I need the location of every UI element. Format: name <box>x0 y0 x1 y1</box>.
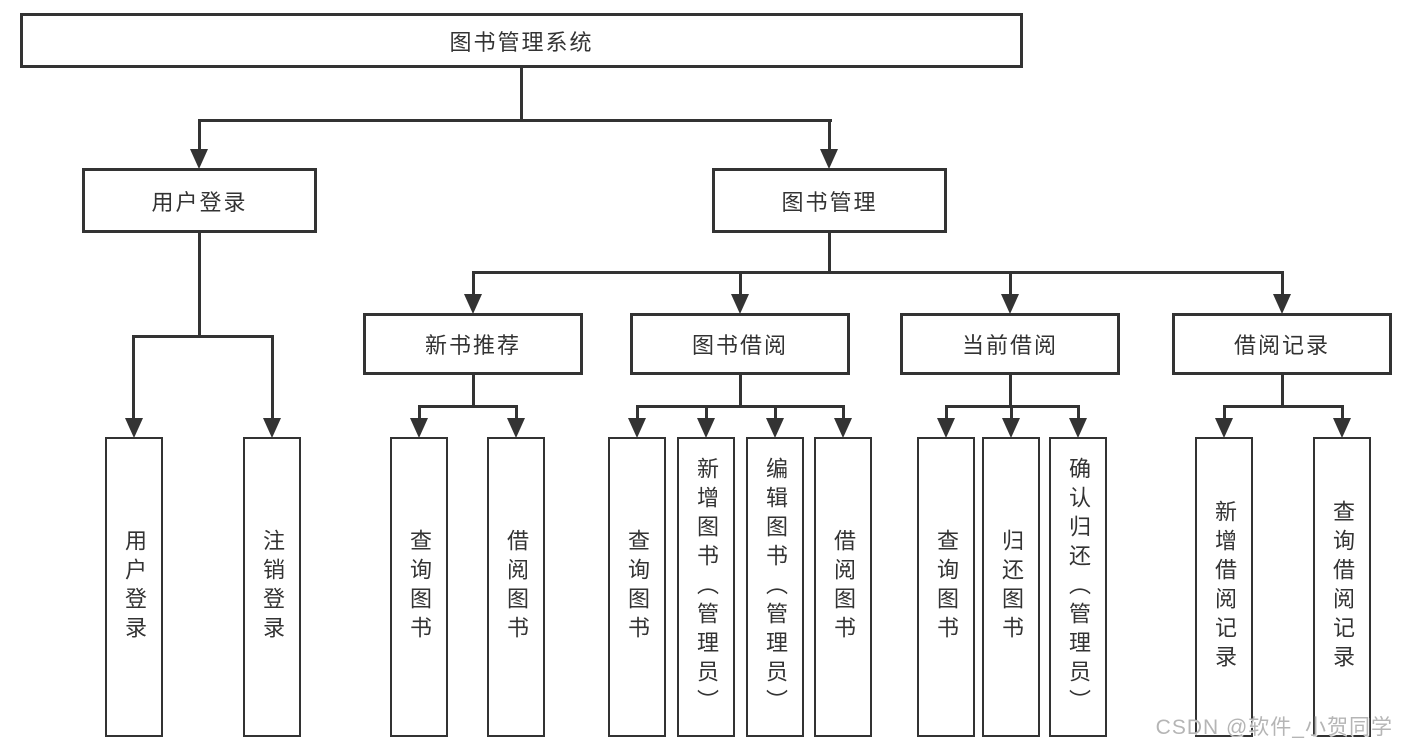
node-user-login-label: 用户登录 <box>151 189 248 215</box>
leaf-borrow-edit-book-label: 编辑图书（管理员） <box>763 456 788 718</box>
leaf-borrow-edit-book: 编辑图书（管理员） <box>746 437 804 737</box>
watermark: CSDN @软件_小贺同学 <box>1155 716 1393 739</box>
leaf-current-confirm-return: 确认归还（管理员） <box>1049 437 1107 737</box>
connector-book-mgmt-drop-4 <box>1281 271 1284 297</box>
node-user-login: 用户登录 <box>82 168 317 233</box>
connector-record-stem <box>1281 375 1284 408</box>
arrow-to-user-login <box>190 149 208 169</box>
leaf-borrow-add-book-label: 新增图书（管理员） <box>694 456 719 718</box>
connector-borrow-stem <box>739 375 742 408</box>
arrow-to-borrow-borrow-book <box>834 418 852 438</box>
leaf-borrow-query-book-label: 查询图书 <box>625 529 650 645</box>
leaf-newrec-borrow-book: 借阅图书 <box>487 437 545 737</box>
node-new-book-recommend-label: 新书推荐 <box>424 333 521 358</box>
arrow-to-current-query-book <box>937 418 955 438</box>
connector-record-drop-1 <box>1223 405 1226 422</box>
connector-book-mgmt-drop-1 <box>472 271 475 297</box>
connector-book-mgmt-stem <box>828 233 831 274</box>
connector-newrec-drop-2 <box>515 405 518 422</box>
node-book-management: 图书管理 <box>712 168 947 233</box>
node-book-management-label: 图书管理 <box>781 189 878 215</box>
connector-current-drop-3 <box>1077 405 1080 422</box>
connector-newrec-stem <box>472 375 475 408</box>
arrow-to-borrow-query-book <box>628 418 646 438</box>
leaf-borrow-borrow-book: 借阅图书 <box>814 437 872 737</box>
leaf-record-add-label: 新增借阅记录 <box>1212 500 1237 674</box>
leaf-newrec-query-book: 查询图书 <box>390 437 448 737</box>
connector-root-stem <box>520 66 523 121</box>
arrow-to-current-return-book <box>1002 418 1020 438</box>
connector-user-login-drop-2 <box>271 335 274 421</box>
leaf-newrec-query-book-label: 查询图书 <box>407 529 432 645</box>
arrow-to-current-borrow <box>1001 294 1019 314</box>
node-borrow-record-label: 借阅记录 <box>1233 333 1330 358</box>
leaf-current-query-book-label: 查询图书 <box>934 529 959 645</box>
connector-book-mgmt-drop-2 <box>739 271 742 297</box>
leaf-newrec-borrow-book-label: 借阅图书 <box>504 529 529 645</box>
connector-newrec-bar <box>418 405 518 408</box>
arrow-to-current-confirm-return <box>1069 418 1087 438</box>
connector-root-drop-left <box>198 119 201 152</box>
arrow-to-leaf-logout-login <box>263 418 281 438</box>
leaf-current-return-book-label: 归还图书 <box>999 529 1024 645</box>
connector-record-drop-2 <box>1341 405 1344 422</box>
connector-root-drop-right <box>828 119 831 152</box>
node-book-borrow: 图书借阅 <box>630 313 850 375</box>
arrow-to-book-management <box>820 149 838 169</box>
leaf-borrow-query-book: 查询图书 <box>608 437 666 737</box>
arrow-to-record-add <box>1215 418 1233 438</box>
connector-borrow-drop-1 <box>636 405 639 422</box>
connector-borrow-bar <box>636 405 845 408</box>
connector-current-stem <box>1009 375 1012 408</box>
node-book-borrow-label: 图书借阅 <box>691 333 788 358</box>
node-current-borrow-label: 当前借阅 <box>961 333 1058 358</box>
leaf-borrow-borrow-book-label: 借阅图书 <box>831 529 856 645</box>
connector-user-login-stem <box>198 233 201 338</box>
leaf-record-query-label: 查询借阅记录 <box>1330 500 1355 674</box>
connector-book-mgmt-bar <box>472 271 1284 274</box>
leaf-record-add: 新增借阅记录 <box>1195 437 1253 737</box>
arrow-to-newrec-borrow-book <box>507 418 525 438</box>
connector-current-drop-2 <box>1010 405 1013 422</box>
connector-root-bar <box>198 119 832 122</box>
node-root-label: 图书管理系统 <box>449 29 594 55</box>
connector-record-bar <box>1223 405 1344 408</box>
arrow-to-borrow-record <box>1273 294 1291 314</box>
connector-borrow-drop-2 <box>705 405 708 422</box>
connector-borrow-drop-3 <box>774 405 777 422</box>
leaf-current-return-book: 归还图书 <box>982 437 1040 737</box>
arrow-to-newrec-query-book <box>410 418 428 438</box>
leaf-logout-login-label: 注销登录 <box>260 529 285 645</box>
arrow-to-book-borrow <box>731 294 749 314</box>
leaf-user-login: 用户登录 <box>105 437 163 737</box>
connector-current-drop-1 <box>945 405 948 422</box>
leaf-record-query: 查询借阅记录 <box>1313 437 1371 737</box>
connector-book-mgmt-drop-3 <box>1009 271 1012 297</box>
connector-user-login-bar <box>132 335 274 338</box>
arrow-to-record-query <box>1333 418 1351 438</box>
connector-borrow-drop-4 <box>842 405 845 422</box>
arrow-to-borrow-add-book <box>697 418 715 438</box>
leaf-logout-login: 注销登录 <box>243 437 301 737</box>
connector-user-login-drop-1 <box>132 335 135 421</box>
leaf-user-login-label: 用户登录 <box>122 529 147 645</box>
leaf-current-query-book: 查询图书 <box>917 437 975 737</box>
node-borrow-record: 借阅记录 <box>1172 313 1392 375</box>
arrow-to-borrow-edit-book <box>766 418 784 438</box>
node-new-book-recommend: 新书推荐 <box>363 313 583 375</box>
arrow-to-leaf-user-login <box>125 418 143 438</box>
leaf-borrow-add-book: 新增图书（管理员） <box>677 437 735 737</box>
arrow-to-new-book-recommend <box>464 294 482 314</box>
leaf-current-confirm-return-label: 确认归还（管理员） <box>1066 456 1091 718</box>
node-current-borrow: 当前借阅 <box>900 313 1120 375</box>
node-root: 图书管理系统 <box>20 13 1023 68</box>
connector-newrec-drop-1 <box>418 405 421 422</box>
